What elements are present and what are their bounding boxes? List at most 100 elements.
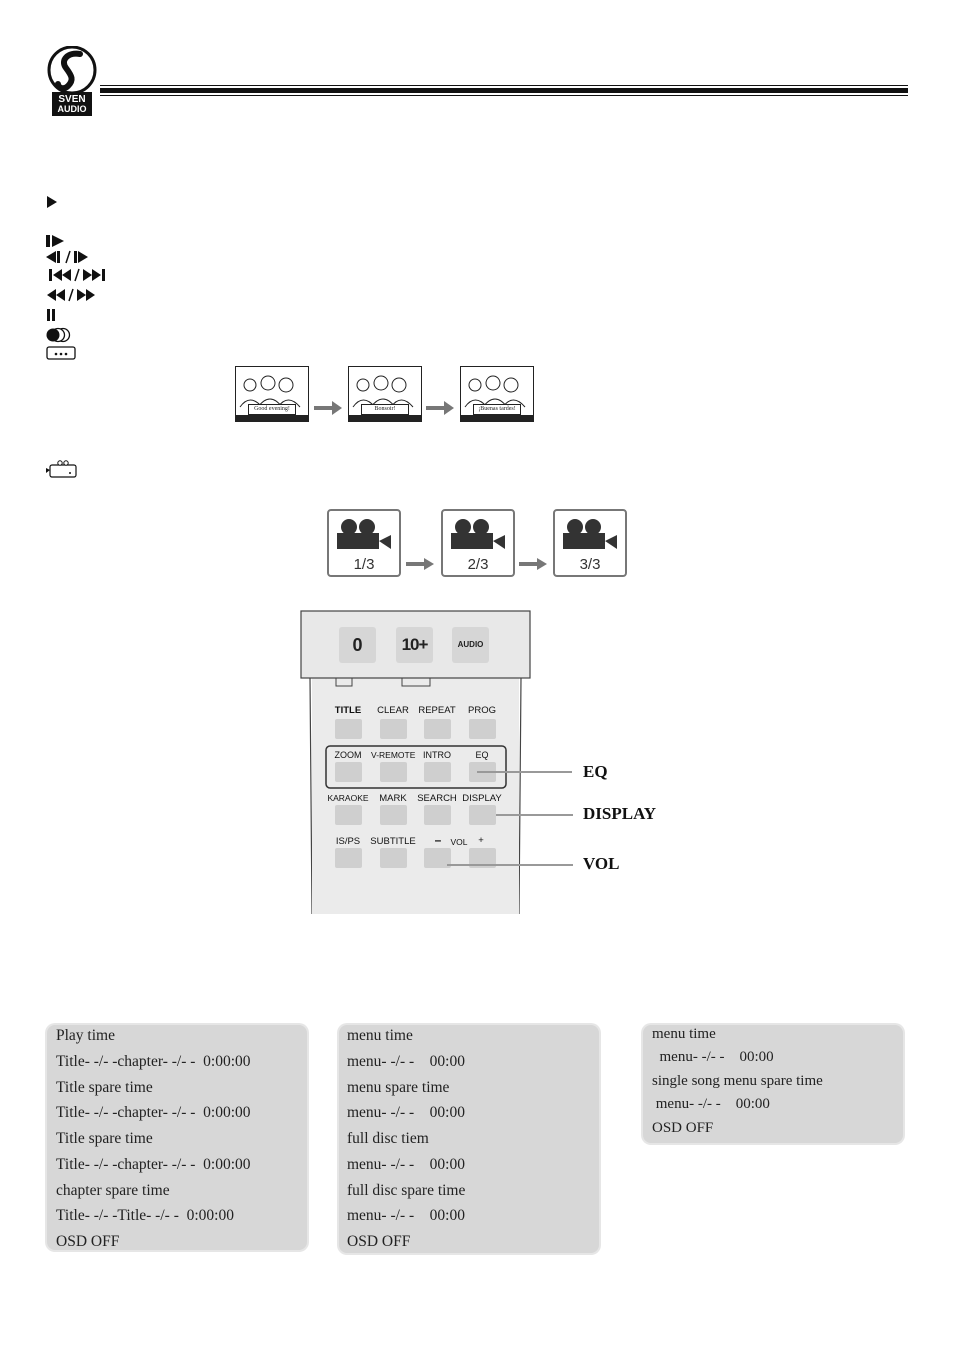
eq-callout-line xyxy=(477,771,572,773)
osd-line: menu time xyxy=(652,1026,716,1042)
subtitle-caption: ¡Buenas tardes! xyxy=(473,404,521,415)
display-callout: DISPLAY xyxy=(583,804,657,823)
osd-line: OSD OFF xyxy=(347,1233,411,1250)
slow-reverse-forward-icon xyxy=(46,250,92,269)
subtitle-button[interactable] xyxy=(380,848,407,868)
osd-line: Title spare time xyxy=(56,1079,153,1096)
label-display: DISPLAY xyxy=(462,793,502,804)
display-callout-line xyxy=(496,814,573,816)
key-10-plus[interactable]: 10+ xyxy=(396,627,433,663)
repeat-button[interactable] xyxy=(424,719,451,739)
title-button[interactable] xyxy=(335,719,362,739)
vol-callout-line xyxy=(447,864,573,866)
label-is-ps: IS/PS xyxy=(335,836,361,847)
label-vol: VOL xyxy=(450,837,468,847)
label-zoom: ZOOM xyxy=(334,750,362,760)
audio-disc-icon xyxy=(46,327,72,348)
osd-line: menu- -/- - 00:00 xyxy=(347,1053,465,1070)
osd-line: menu spare time xyxy=(347,1079,450,1096)
header-rule-thin-bottom xyxy=(100,95,908,96)
osd-line: OSD OFF xyxy=(56,1233,120,1250)
clear-button[interactable] xyxy=(380,719,407,739)
eq-callout: EQ xyxy=(583,762,608,781)
angle-label: 3/3 xyxy=(579,556,601,573)
subtitle-frame-1: Good evening! xyxy=(235,366,309,422)
angle-label: 1/3 xyxy=(353,556,375,573)
previous-next-icon xyxy=(46,268,110,287)
label-repeat: REPEAT xyxy=(418,705,456,716)
vol-callout: VOL xyxy=(583,854,620,873)
label-clear: CLEAR xyxy=(377,705,409,716)
osd-line: menu time xyxy=(347,1027,413,1044)
label-v-remote: V-REMOTE xyxy=(371,750,416,760)
arrow-right-icon xyxy=(406,558,434,570)
label-vol-minus: – xyxy=(434,833,442,847)
karaoke-button[interactable] xyxy=(335,805,362,825)
osd-line: menu- -/- - 00:00 xyxy=(347,1104,465,1121)
label-prog: PROG xyxy=(468,705,496,716)
mark-button[interactable] xyxy=(380,805,407,825)
label-karaoke: KARAOKE xyxy=(327,793,369,803)
display-button[interactable] xyxy=(469,805,496,825)
label-search: SEARCH xyxy=(417,793,457,804)
osd-line: Title- -/- -Title- -/- - 0:00:00 xyxy=(56,1207,234,1224)
label-mark: MARK xyxy=(379,793,407,804)
vol-plus-button[interactable] xyxy=(469,848,496,868)
v-remote-button[interactable] xyxy=(380,762,407,782)
osd-line: single song menu spare time xyxy=(652,1073,823,1089)
osd-line: OSD OFF xyxy=(652,1120,714,1136)
subtitle-caption: Bonsoir! xyxy=(361,404,409,415)
osd-line: Title- -/- -chapter- -/- - 0:00:00 xyxy=(56,1156,251,1173)
label-subtitle: SUBTITLE xyxy=(370,836,416,847)
osd-line: chapter spare time xyxy=(56,1182,170,1199)
angle-box-1: 1/3 xyxy=(327,509,401,577)
subtitle-icon xyxy=(46,346,76,365)
label-title: TITLE xyxy=(334,705,362,716)
pause-icon xyxy=(46,308,56,327)
angle-label: 2/3 xyxy=(467,556,489,573)
logo-text-line2: AUDIO xyxy=(57,104,87,114)
osd-line: Title- -/- -chapter- -/- - 0:00:00 xyxy=(56,1104,251,1121)
arrow-right-icon xyxy=(426,401,454,415)
vol-minus-button[interactable] xyxy=(424,848,451,868)
osd-line: Title spare time xyxy=(56,1130,153,1147)
angle-box-2: 2/3 xyxy=(441,509,515,577)
camera-icon xyxy=(563,519,617,549)
osd-line: menu- -/- - 00:00 xyxy=(652,1049,774,1065)
osd-line: menu- -/- - 00:00 xyxy=(652,1096,770,1112)
step-play-icon xyxy=(46,234,68,253)
osd-panel-vcd: menu time menu- -/- - 00:00 menu spare t… xyxy=(339,1025,599,1253)
subtitle-caption: Good evening! xyxy=(248,404,296,415)
osd-line: full disc spare time xyxy=(347,1182,466,1199)
zoom-button[interactable] xyxy=(335,762,362,782)
header-rule-thick xyxy=(100,88,908,93)
osd-line: full disc tiem xyxy=(347,1130,429,1147)
is-ps-button[interactable] xyxy=(335,848,362,868)
search-button[interactable] xyxy=(424,805,451,825)
label-eq: EQ xyxy=(475,750,489,760)
subtitle-frame-2: Bonsoir! xyxy=(348,366,422,422)
logo-text-line1: SVEN xyxy=(58,94,86,105)
osd-panel-dvd: Play time Title- -/- -chapter- -/- - 0:0… xyxy=(47,1025,307,1250)
sven-audio-logo: SVEN AUDIO xyxy=(44,45,100,118)
osd-line: Play time xyxy=(56,1027,115,1044)
subtitle-frame-3: ¡Buenas tardes! xyxy=(460,366,534,422)
label-vol-plus: + xyxy=(478,835,484,846)
play-icon xyxy=(46,195,58,214)
prog-button[interactable] xyxy=(469,719,496,739)
fast-reverse-forward-icon xyxy=(46,288,102,307)
camera-icon xyxy=(337,519,391,549)
remote-control: 0 10+ AUDIO TITLE CLEAR REPEAT PROG ZOOM… xyxy=(300,610,531,914)
osd-line: Title- -/- -chapter- -/- - 0:00:00 xyxy=(56,1053,251,1070)
angle-icon xyxy=(46,460,78,483)
osd-line: menu- -/- - 00:00 xyxy=(347,1156,465,1173)
label-intro: INTRO xyxy=(423,750,451,760)
camera-icon xyxy=(451,519,505,549)
osd-panel-cd: menu time menu- -/- - 00:00 single song … xyxy=(643,1025,903,1143)
angle-box-3: 3/3 xyxy=(553,509,627,577)
intro-button[interactable] xyxy=(424,762,451,782)
arrow-right-icon xyxy=(314,401,342,415)
key-audio[interactable]: AUDIO xyxy=(452,627,489,663)
key-0[interactable]: 0 xyxy=(339,627,376,663)
osd-line: menu- -/- - 00:00 xyxy=(347,1207,465,1224)
